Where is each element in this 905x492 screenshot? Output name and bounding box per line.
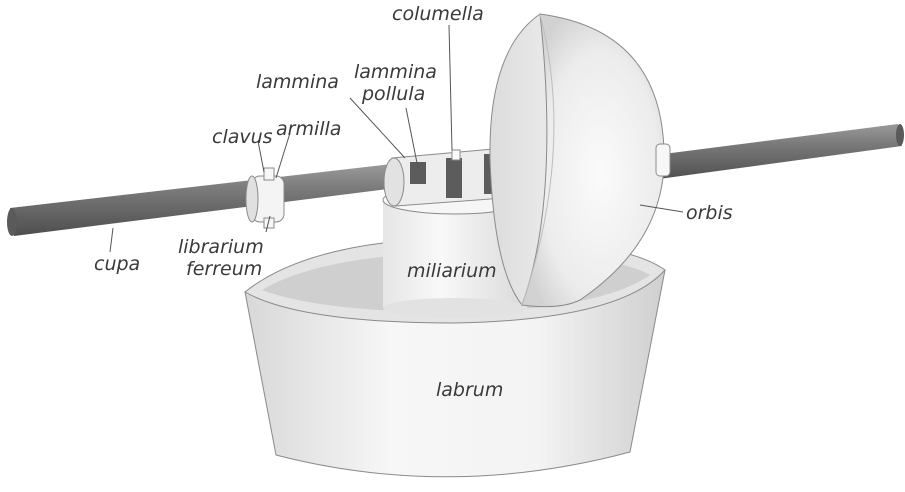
columella-pin [452,150,460,160]
label-armilla: armilla [276,118,341,140]
pollula-slot [410,162,426,184]
leader-columella [449,25,452,150]
orbis-ring [656,144,670,176]
cupa-rod-left [7,164,396,236]
label-librarium-1: librarium [178,236,264,258]
label-lammina-pollula-2: pollula [361,83,425,105]
leader-lammina [350,98,405,158]
label-lammina: lammina [256,71,339,93]
cupa-rod-right [640,124,904,181]
label-columella: columella [392,3,484,25]
armilla-ring [246,168,284,228]
leader-cupa [110,228,113,252]
label-orbis: orbis [686,202,733,224]
label-miliarium: miliarium [407,260,497,282]
label-cupa: cupa [94,253,140,275]
label-librarium-2: ferreum [186,258,262,280]
label-labrum: labrum [436,379,503,401]
label-lammina-pollula-1: lammina [354,61,437,83]
label-clavus: clavus [212,126,273,148]
